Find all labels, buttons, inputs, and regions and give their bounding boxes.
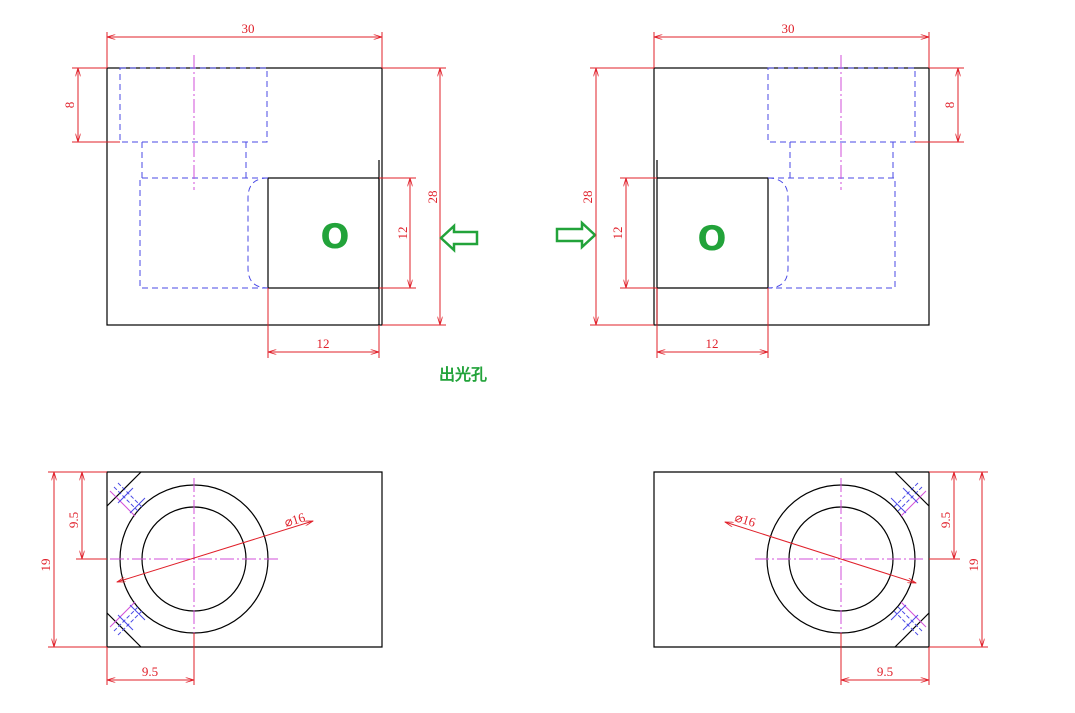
hole-symbol: O (321, 217, 350, 257)
dimensions (48, 471, 313, 685)
dim-diameter: ⌀16 (283, 509, 308, 530)
screw-holes (109, 482, 146, 636)
dim-center-offset: 9.5 (938, 512, 953, 528)
light-exit-label: 出光孔 (439, 365, 487, 384)
dim-width: 30 (782, 21, 795, 36)
dim-counterbore: 8 (62, 102, 77, 109)
body-outline (653, 67, 930, 326)
hole-symbol: O (698, 219, 727, 259)
screw-holes (890, 482, 927, 636)
window-outline (657, 177, 769, 289)
view-bottom-right: 19 9.5 9.5 ⌀16 (653, 471, 988, 685)
chamfer-bottom (106, 612, 142, 648)
dim-window-height: 12 (395, 227, 410, 240)
hollow-arrow-right-icon (555, 220, 597, 250)
dim-window-width: 12 (317, 336, 330, 351)
dim-height: 19 (966, 559, 981, 572)
dim-height: 19 (38, 559, 53, 572)
dim-height: 28 (425, 191, 440, 204)
chamfer-bottom (894, 612, 930, 648)
dim-width: 30 (242, 21, 255, 36)
dimensions (725, 471, 988, 685)
dim-counterbore: 8 (942, 102, 957, 109)
dim-diameter: ⌀16 (733, 509, 758, 530)
body-outline (106, 471, 383, 648)
dim-center-x: 9.5 (877, 664, 893, 679)
dimensions (72, 32, 446, 358)
center-lines (110, 478, 280, 640)
dim-window-width: 12 (706, 336, 719, 351)
window-outline (267, 177, 380, 289)
dim-height: 28 (580, 191, 595, 204)
dim-window-height: 12 (610, 227, 625, 240)
hollow-arrow-left-icon (439, 223, 479, 253)
body-outline (106, 67, 383, 326)
dim-center-x: 9.5 (142, 664, 158, 679)
view-top-left: O 30 8 28 12 12 (62, 21, 446, 358)
view-top-right: O 30 8 28 12 12 (580, 21, 964, 358)
view-bottom-left: 19 9.5 9.5 ⌀16 (38, 471, 383, 685)
dimensions (590, 32, 964, 358)
dim-center-offset: 9.5 (66, 512, 81, 528)
